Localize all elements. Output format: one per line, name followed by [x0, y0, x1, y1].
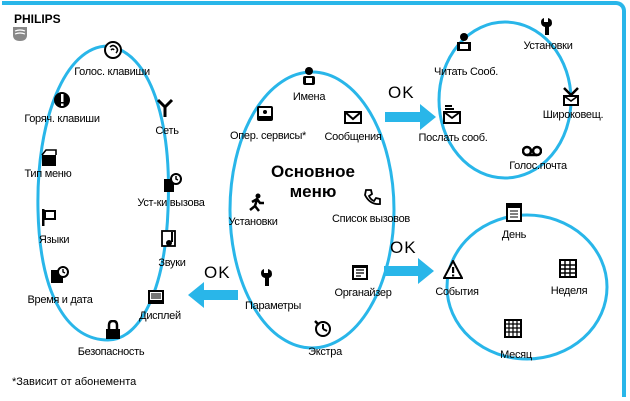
- messages-item-broadcast[interactable]: Широковещ.: [542, 109, 604, 121]
- messages-item-read[interactable]: Читать Сооб.: [433, 66, 499, 78]
- settings-menu-ring: [36, 44, 170, 342]
- ok-arrow-top: [385, 104, 436, 130]
- hot-keys-icon[interactable]: [52, 90, 72, 110]
- ok-label-top: OK: [388, 83, 415, 102]
- month-calendar-icon[interactable]: [503, 318, 523, 338]
- warning-triangle-icon[interactable]: [443, 260, 463, 280]
- operator-services-icon[interactable]: [255, 103, 275, 123]
- menu-item-operator-services[interactable]: Опер. сервисы*: [229, 130, 307, 142]
- menu-type-icon[interactable]: [39, 148, 59, 168]
- settings-item-languages[interactable]: Языки: [38, 234, 70, 246]
- organizer-menu-ring: [445, 213, 609, 361]
- menu-item-messages[interactable]: Сообщения: [324, 131, 382, 143]
- philips-shield-icon: [13, 27, 27, 41]
- settings-item-call-settings[interactable]: Уст-ки вызова: [137, 197, 205, 209]
- menu-item-names[interactable]: Имена: [292, 91, 326, 103]
- day-calendar-icon[interactable]: [504, 202, 524, 222]
- settings-item-voice-keys[interactable]: Голос. клавиши: [74, 66, 150, 78]
- voice-keys-icon[interactable]: [103, 40, 123, 60]
- flag-icon[interactable]: [39, 207, 59, 227]
- music-note-icon[interactable]: [160, 228, 180, 248]
- settings-item-sounds[interactable]: Звуки: [158, 257, 186, 269]
- settings-item-hot-keys[interactable]: Горяч. клавиши: [24, 113, 100, 125]
- network-antenna-icon[interactable]: [155, 98, 175, 118]
- menu-item-call-list[interactable]: Список вызовов: [332, 213, 410, 225]
- call-list-icon[interactable]: [362, 187, 382, 207]
- settings-item-display[interactable]: Дисплей: [139, 310, 181, 322]
- time-date-icon[interactable]: [49, 265, 69, 285]
- organizer-icon[interactable]: [350, 262, 370, 282]
- main-menu-title: Основное меню: [271, 162, 355, 202]
- brand-logo-text: PHILIPS: [14, 12, 61, 26]
- ok-label-left: OK: [204, 263, 231, 282]
- week-calendar-icon[interactable]: [558, 258, 578, 278]
- main-menu-title-line1: Основное: [271, 162, 355, 181]
- envelope-icon[interactable]: [343, 107, 363, 127]
- menu-item-settings[interactable]: Установки: [228, 216, 278, 228]
- settings-item-network[interactable]: Сеть: [155, 125, 179, 137]
- organizer-item-day[interactable]: День: [501, 229, 527, 241]
- ok-label-right: OK: [390, 238, 417, 257]
- organizer-item-week[interactable]: Неделя: [550, 285, 588, 297]
- broadcast-icon[interactable]: [561, 86, 581, 106]
- footnote: *Зависит от абонемента: [12, 376, 137, 388]
- messages-item-voicemail[interactable]: Голос.почта: [509, 160, 567, 172]
- main-menu-title-line2: меню: [289, 182, 337, 201]
- ok-arrow-right: [384, 258, 434, 284]
- settings-item-menu-type[interactable]: Тип меню: [24, 168, 72, 180]
- display-icon[interactable]: [146, 287, 166, 307]
- send-message-icon[interactable]: [442, 104, 462, 124]
- organizer-item-month[interactable]: Месяц: [500, 349, 532, 361]
- menu-item-organizer[interactable]: Органайзер: [334, 287, 392, 299]
- voicemail-icon[interactable]: [522, 140, 542, 160]
- page-frame: [2, 1, 626, 397]
- organizer-item-events[interactable]: События: [435, 286, 479, 298]
- menu-item-extra[interactable]: Экстра: [308, 346, 342, 358]
- wrench-icon[interactable]: [258, 267, 278, 287]
- menu-item-params[interactable]: Параметры: [245, 300, 301, 312]
- extras-icon[interactable]: [312, 318, 332, 338]
- messages-item-send[interactable]: Послать сооб.: [418, 132, 488, 144]
- settings-item-time-date[interactable]: Время и дата: [27, 294, 93, 306]
- ok-arrow-left: [188, 282, 238, 308]
- settings-running-icon[interactable]: [246, 193, 266, 213]
- lock-icon[interactable]: [103, 320, 123, 340]
- contacts-icon[interactable]: [299, 66, 319, 86]
- messages-item-settings[interactable]: Установки: [523, 40, 573, 52]
- settings-wrench-icon[interactable]: [538, 16, 558, 36]
- call-settings-icon[interactable]: [162, 173, 182, 193]
- read-message-icon[interactable]: [454, 32, 474, 52]
- settings-item-security[interactable]: Безопасность: [77, 346, 145, 358]
